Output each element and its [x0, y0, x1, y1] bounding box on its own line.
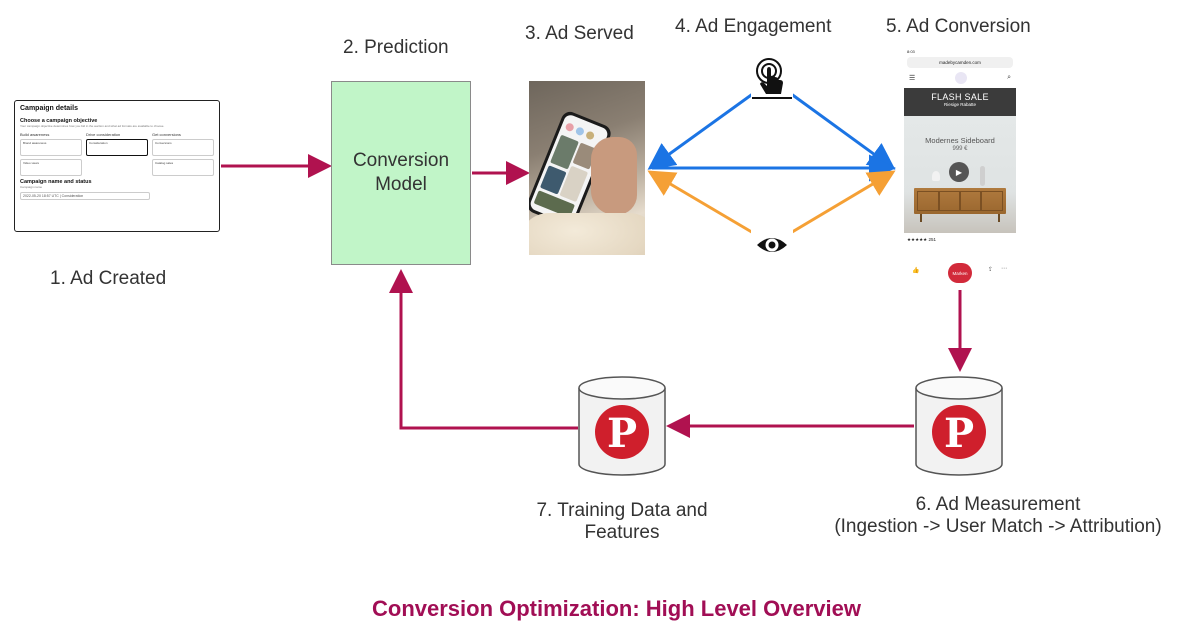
search-icon: ⌕ [1007, 74, 1011, 81]
campaign-form-title: Campaign details [20, 105, 78, 112]
hand-illustration [591, 137, 637, 215]
banner-subtitle: Riesige Rabatte [943, 102, 977, 107]
objective-column: Build awareness Brand awareness Video vi… [20, 132, 82, 179]
product-name: Modernes Sideboard [925, 136, 995, 145]
store-logo [955, 72, 968, 84]
objective-option-selected: Consideration [86, 139, 148, 156]
step-ad-served-label: 3. Ad Served [525, 23, 634, 44]
measurement-database-icon: P [914, 376, 1004, 476]
share-icon: ⇪ [988, 267, 994, 273]
objective-column-title: Drive consideration [86, 132, 121, 137]
objective-description: Your campaign objective determines how y… [20, 124, 165, 128]
model-label-line1: Conversion [352, 150, 450, 171]
objective-column: Drive consideration Consideration [86, 132, 148, 179]
star-rating-icons: ★★★★★ [907, 237, 928, 242]
click-hand-icon [751, 56, 793, 100]
svg-text:P: P [944, 410, 974, 457]
objective-column: Get conversions Conversions Catalog sale… [152, 132, 214, 179]
campaign-name-field: 2022-05-20 18:57 UTC | Consideration [20, 192, 150, 200]
campaign-name-heading: Campaign name and status [20, 179, 92, 185]
training-line1: 7. Training Data and [536, 500, 708, 521]
objective-columns: Build awareness Brand awareness Video vi… [20, 132, 214, 179]
step-ad-measurement-label: 6. Ad Measurement (Ingestion -> User Mat… [820, 494, 1176, 538]
market-button: Marken [948, 263, 972, 283]
diagram-title: Conversion Optimization: High Level Over… [372, 596, 861, 621]
training-database-icon: P [577, 376, 667, 476]
objective-option: Catalog sales [152, 159, 214, 176]
lamp-illustration [932, 171, 940, 181]
product-price: 999 € [952, 146, 968, 152]
objective-option: Video views [20, 159, 82, 176]
conversion-phone-screenshot: 8:03 madebycamden.com ☰ ⌕ FLASH SALE Rie… [904, 48, 1016, 288]
sweater-illustration [529, 213, 645, 255]
vase-illustration [980, 166, 985, 186]
step-ad-created-label: 1. Ad Created [50, 268, 167, 289]
ad-served-photo [529, 81, 645, 255]
step-prediction-label: 2. Prediction [343, 37, 449, 58]
ad-measurement-subtitle: (Ingestion -> User Match -> Attribution) [834, 516, 1162, 537]
step-ad-engagement-label: 4. Ad Engagement [675, 16, 832, 37]
conversion-model-box: Conversion Model [331, 81, 471, 265]
ad-measurement-title: 6. Ad Measurement [915, 494, 1081, 515]
pin-actions: 👍 Marken ⇪ ⋯ [904, 261, 1016, 288]
objective-column-title: Get conversions [152, 132, 181, 137]
campaign-form-screenshot: Campaign details Choose a campaign objec… [14, 100, 220, 232]
mobile-url-bar: madebycamden.com [907, 57, 1013, 68]
training-line2: Features [584, 522, 660, 543]
eye-icon [751, 226, 793, 264]
more-icon: ⋯ [1001, 266, 1007, 272]
rating-count: 251 [928, 237, 936, 242]
step-training-label: 7. Training Data and Features [512, 500, 732, 544]
objective-option: Conversions [152, 139, 214, 156]
play-icon: ▶ [949, 162, 969, 182]
step-ad-conversion-label: 5. Ad Conversion [886, 16, 1031, 37]
reaction-icon: 👍 [912, 268, 920, 274]
mobile-status-time: 8:03 [907, 49, 915, 54]
model-label-line2: Model [375, 174, 427, 195]
sideboard-illustration [914, 188, 1006, 214]
objective-option: Brand awareness [20, 139, 82, 156]
arrow-training-to-model [389, 269, 578, 430]
menu-icon: ☰ [909, 75, 916, 82]
mobile-nav: ☰ ⌕ [904, 68, 1016, 88]
banner-title: FLASH SALE [931, 92, 989, 102]
product-rating: ★★★★★ 251 [904, 233, 1016, 249]
objective-option-empty [86, 159, 148, 176]
flash-sale-banner: FLASH SALE Riesige Rabatte [904, 88, 1016, 116]
objective-column-title: Build awareness [20, 132, 50, 137]
objective-heading: Choose a campaign objective [20, 118, 98, 124]
svg-text:P: P [607, 410, 637, 457]
product-image: Modernes Sideboard 999 € ▶ [904, 116, 1016, 233]
campaign-name-label: Campaign name [20, 185, 43, 189]
